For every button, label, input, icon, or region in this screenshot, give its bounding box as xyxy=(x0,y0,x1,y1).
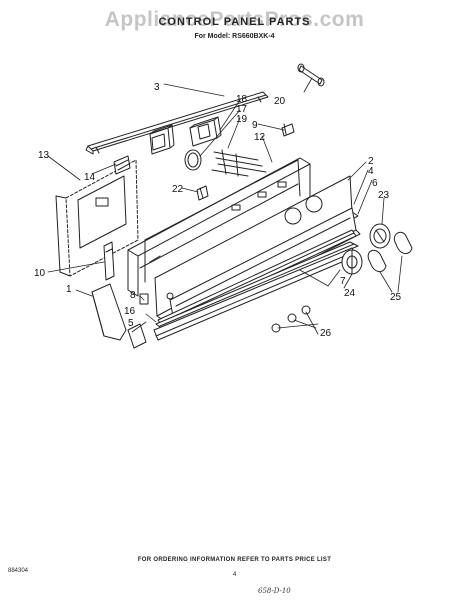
diagram-title: CONTROL PANEL PARTS xyxy=(158,16,311,28)
page-number: 4 xyxy=(232,572,237,578)
callout-16: 16 xyxy=(124,306,136,317)
part-pin xyxy=(297,63,325,87)
part-clip xyxy=(281,123,295,137)
callout-22: 22 xyxy=(172,184,184,195)
part-side-bracket xyxy=(103,241,115,281)
callout-2: 2 xyxy=(368,156,374,167)
part-bottom-rail xyxy=(153,241,359,341)
document-code: 884304 xyxy=(8,568,29,574)
callout-3: 3 xyxy=(154,82,160,93)
part-knob-right xyxy=(393,231,413,254)
callout-9: 9 xyxy=(252,120,258,131)
part-screw xyxy=(196,185,209,201)
part-small-cap xyxy=(127,323,147,349)
callout-19: 19 xyxy=(236,114,248,125)
callout-5: 5 xyxy=(128,318,134,329)
part-end-cap xyxy=(91,283,127,341)
callout-1: 1 xyxy=(66,284,72,295)
model-number: For Model: RS660BXK-4 xyxy=(194,33,275,40)
callout-6: 6 xyxy=(372,178,378,189)
callout-10: 10 xyxy=(34,268,46,279)
callout-8: 8 xyxy=(130,290,136,301)
callout-25: 25 xyxy=(390,292,402,303)
callout-4: 4 xyxy=(368,166,374,177)
callout-17: 17 xyxy=(236,104,248,115)
part-wiring xyxy=(211,149,267,177)
part-end-panel xyxy=(55,159,139,277)
part-knob-hub xyxy=(113,155,131,175)
part-switch-housing xyxy=(149,124,175,155)
part-knob-skirt xyxy=(341,249,363,275)
handwritten-note: 658-D-10 xyxy=(258,587,291,595)
part-trim-strip xyxy=(85,91,269,155)
callout-12: 12 xyxy=(254,132,266,143)
ordering-note: FOR ORDERING INFORMATION REFER TO PARTS … xyxy=(137,557,332,563)
callout-labels: 3 20 18 17 19 9 12 13 14 22 2 4 6 23 10 … xyxy=(34,82,402,339)
callout-14: 14 xyxy=(84,172,96,183)
callout-18: 18 xyxy=(236,94,248,105)
part-switch xyxy=(189,116,222,147)
part-knob-large xyxy=(369,223,391,249)
part-knob-left xyxy=(367,249,387,272)
callout-26: 26 xyxy=(320,328,332,339)
part-control-bracket xyxy=(127,157,311,297)
leader-lines xyxy=(47,77,403,335)
callout-23: 23 xyxy=(378,190,390,201)
callout-24: 24 xyxy=(344,288,356,299)
callout-13: 13 xyxy=(38,150,50,161)
callout-7: 7 xyxy=(340,276,346,287)
part-spacer xyxy=(139,293,149,305)
part-ring xyxy=(184,149,202,171)
callout-20: 20 xyxy=(274,96,286,107)
